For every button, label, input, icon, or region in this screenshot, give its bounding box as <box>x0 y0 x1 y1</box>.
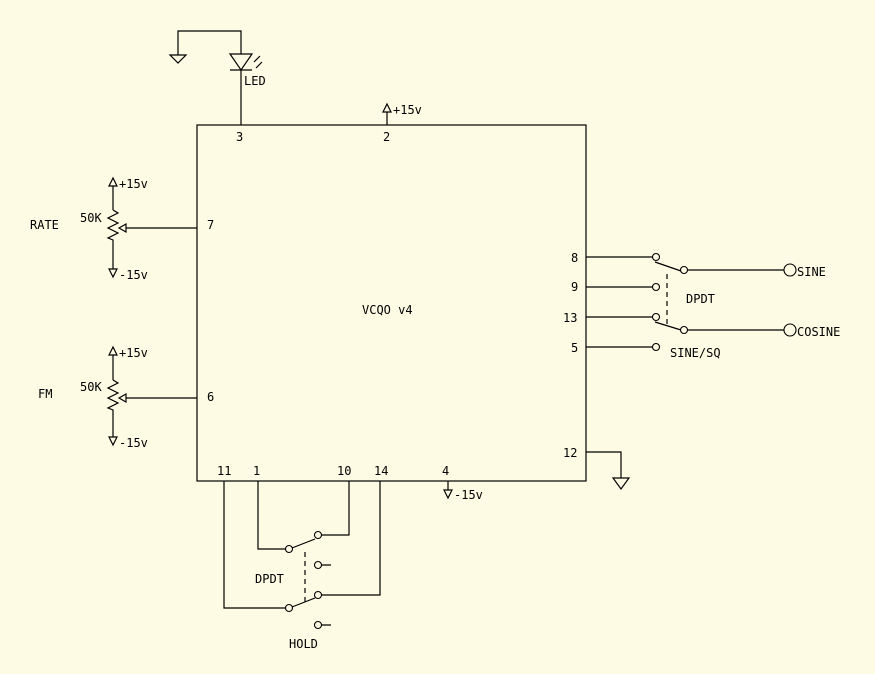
supply-pos-arrow-icon <box>382 102 392 125</box>
pin-3-number: 3 <box>236 130 243 144</box>
switch-lever-icon <box>291 538 316 608</box>
cosine-output-jack: COSINE <box>783 323 840 339</box>
cosine-label: COSINE <box>797 325 840 339</box>
pin-4-number: 4 <box>442 464 449 478</box>
led-circuit: LED <box>168 30 266 125</box>
fm-pot-value: 50K <box>80 380 102 394</box>
pin-14-number: 14 <box>374 464 388 478</box>
pin2-supply-label: +15v <box>393 103 422 117</box>
pin-12-number: 12 <box>563 446 577 460</box>
switch-lever-icon <box>654 261 682 331</box>
switch-contact <box>679 265 689 275</box>
resistor-zigzag-icon <box>106 209 120 265</box>
pin-6-number: 6 <box>207 390 214 404</box>
sine-sq-label: SINE/SQ <box>670 346 721 360</box>
fm-pot-supply-neg: -15v <box>119 436 148 450</box>
pin-5-number: 5 <box>571 341 578 355</box>
switch-contact <box>284 544 294 554</box>
pin-11-number: 11 <box>217 464 231 478</box>
pin-8-number: 8 <box>571 251 578 265</box>
pin12-ground <box>586 451 631 491</box>
wiper-arrow-icon <box>117 222 127 234</box>
led-emission-icon <box>253 55 263 69</box>
switch-contact <box>313 620 323 630</box>
pin-10-number: 10 <box>337 464 351 478</box>
supply-neg-arrow-icon <box>108 433 118 447</box>
supply-pos-arrow-icon <box>108 176 118 210</box>
rate-label: RATE <box>30 218 59 232</box>
led-label: LED <box>244 74 266 88</box>
sine-output-jack: SINE <box>783 263 826 279</box>
hold-switch-dpdt: DPDT HOLD <box>223 481 381 651</box>
switch-contact <box>651 282 661 292</box>
switch-contact <box>313 560 323 570</box>
rate-pot-supply-neg: -15v <box>119 268 148 282</box>
switch-contact <box>651 342 661 352</box>
pin2-supply: +15v <box>382 102 422 125</box>
switch-contact <box>651 312 661 322</box>
hold-dpdt-label: DPDT <box>255 572 284 586</box>
fm-label: FM <box>38 387 52 401</box>
switch-contact <box>651 252 661 262</box>
led-diode-icon <box>228 53 254 72</box>
rate-pot-value: 50K <box>80 211 102 225</box>
supply-pos-arrow-icon <box>108 345 118 380</box>
pin4-supply: -15v <box>443 481 483 502</box>
switch-contact <box>313 530 323 540</box>
pin-7-number: 7 <box>207 218 214 232</box>
pin-9-number: 9 <box>571 280 578 294</box>
rate-potentiometer: +15v -15v 50K RATE <box>30 176 197 282</box>
supply-neg-arrow-icon <box>108 265 118 279</box>
switch-contact <box>313 590 323 600</box>
switch-contact <box>284 603 294 613</box>
pin-2-number: 2 <box>383 130 390 144</box>
resistor-zigzag-icon <box>106 379 120 433</box>
pin-13-number: 13 <box>563 311 577 325</box>
module-title: VCQO v4 <box>362 303 413 317</box>
jack-circle-icon <box>783 323 797 337</box>
fm-pot-supply-pos: +15v <box>119 346 148 360</box>
fm-potentiometer: +15v -15v 50K FM <box>38 345 197 450</box>
jack-circle-icon <box>783 263 797 277</box>
pin4-supply-label: -15v <box>454 488 483 502</box>
ground-symbol-right <box>611 477 631 491</box>
output-switch-dpdt: DPDT SINE/SQ <box>586 252 784 360</box>
hold-label: HOLD <box>289 637 318 651</box>
ground-symbol-top <box>168 54 188 64</box>
sine-label: SINE <box>797 265 826 279</box>
supply-neg-arrow-icon <box>443 481 453 500</box>
wiper-arrow-icon <box>117 392 127 404</box>
pin-1-number: 1 <box>253 464 260 478</box>
rate-pot-supply-pos: +15v <box>119 177 148 191</box>
switch-contact <box>679 325 689 335</box>
output-dpdt-label: DPDT <box>686 292 715 306</box>
vcqo-module-box <box>196 124 587 482</box>
